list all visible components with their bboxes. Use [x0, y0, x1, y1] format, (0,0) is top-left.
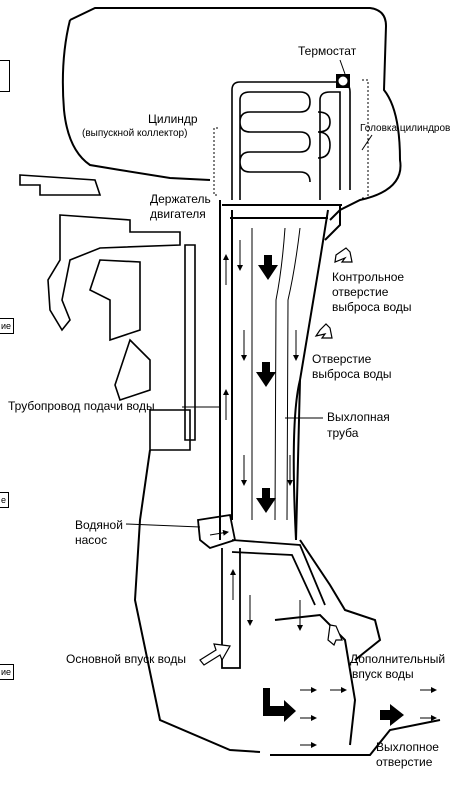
cylinder-bracket	[213, 127, 218, 196]
label-control-hole-2: отверстие	[332, 285, 389, 299]
cowling-left	[61, 19, 211, 181]
label-exhaust-pipe-2: труба	[327, 426, 359, 440]
lower-unit	[133, 449, 441, 756]
label-aux-intake-1: Дополнительный	[350, 652, 446, 666]
cowling-outline	[69, 7, 402, 221]
intake-arrows	[199, 247, 353, 666]
label-exhaust-outlet-1: Выхлопное	[376, 740, 439, 754]
label-cylinder-head: Головка цилиндров	[360, 123, 451, 134]
edge-tab-1: ие	[0, 318, 15, 334]
label-thermostat: Термостат	[298, 44, 357, 58]
label-outlet-2: выброса воды	[312, 367, 392, 381]
engine-holder	[19, 174, 196, 451]
label-control-hole-3: выброса воды	[332, 300, 412, 314]
label-outlet-1: Отверстие	[312, 352, 372, 366]
label-water-pump-1: Водяной	[75, 518, 123, 532]
label-main-intake: Основной впуск воды	[66, 652, 186, 666]
label-water-pump-2: насос	[75, 533, 108, 547]
flow-arrows	[209, 240, 437, 748]
label-exhaust-pipe-1: Выхлопная	[327, 410, 390, 424]
thermostat-ring	[338, 76, 348, 86]
edge-tab-2: е	[0, 492, 10, 508]
leader-lines	[125, 59, 373, 528]
label-control-hole-1: Контрольное	[332, 270, 405, 284]
water-pump	[197, 513, 326, 669]
exhaust-arrows	[256, 255, 404, 726]
label-exhaust-manifold: (выпускной коллектор)	[82, 128, 188, 139]
label-water-pipe: Трубопровод подачи воды	[8, 399, 155, 413]
label-exhaust-outlet-2: отверстие	[376, 755, 433, 769]
cooling-serpentine	[231, 81, 351, 200]
edge-tab-top	[0, 60, 10, 92]
midsection	[219, 200, 342, 541]
exhaust-pipe-lines	[251, 227, 301, 521]
edge-tab-3: ие	[0, 664, 15, 680]
label-engine-holder-1: Держатель	[150, 192, 211, 206]
label-cylinder: Цилиндр	[148, 112, 198, 126]
head-bracket	[362, 79, 369, 199]
label-aux-intake-2: впуск воды	[352, 667, 414, 681]
label-engine-holder-2: двигателя	[150, 207, 206, 221]
